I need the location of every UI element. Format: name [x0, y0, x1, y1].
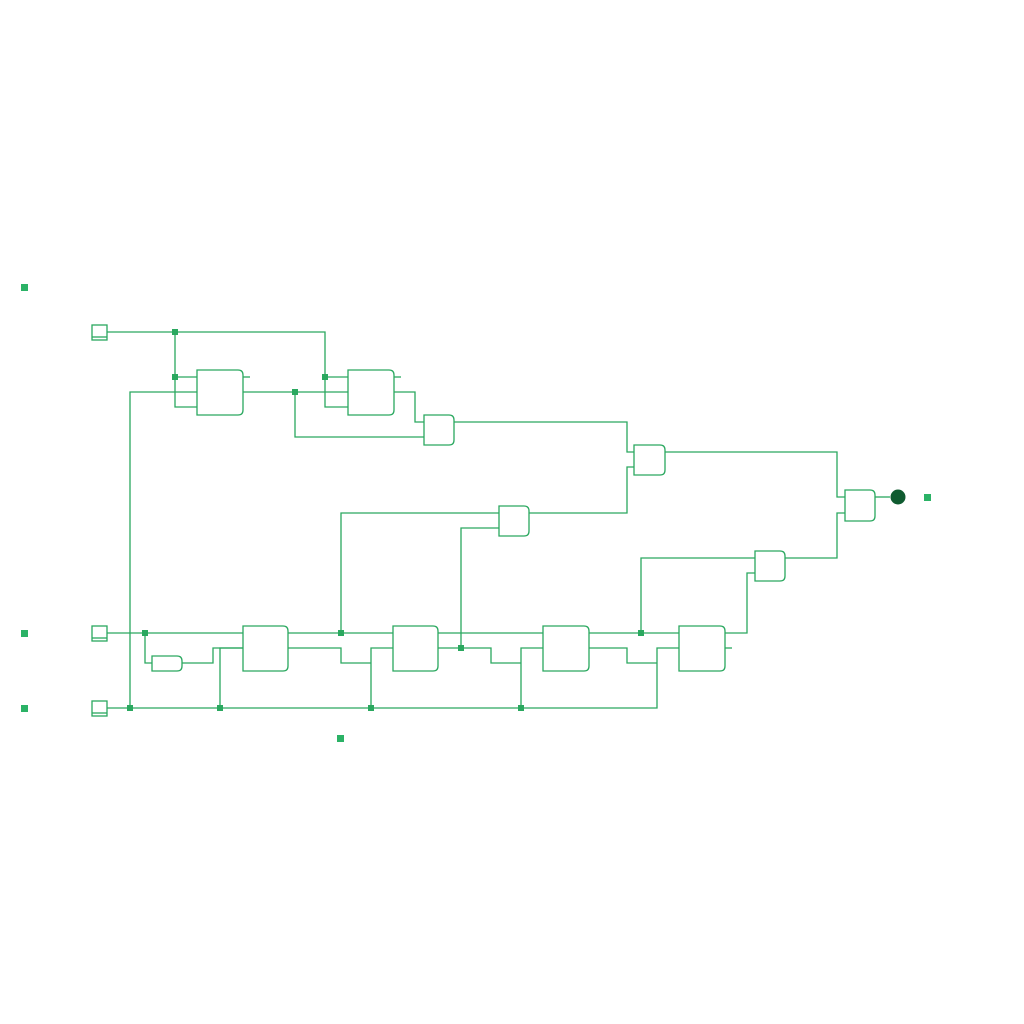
- input-pin-bottom[interactable]: [91, 700, 108, 717]
- flip-flop[interactable]: [678, 625, 726, 672]
- junction-dot: [338, 630, 344, 636]
- wire: [785, 512, 845, 559]
- wire: [370, 647, 393, 708]
- wire: [129, 391, 197, 708]
- wire: [725, 572, 755, 634]
- output-led[interactable]: [890, 489, 906, 505]
- label-marker: [337, 735, 344, 742]
- wire: [589, 647, 657, 664]
- label-markers: [21, 284, 931, 742]
- junctions: [127, 329, 644, 711]
- junction-dot: [292, 389, 298, 395]
- junction-dot: [172, 374, 178, 380]
- wire: [288, 647, 371, 664]
- label-marker: [924, 494, 931, 501]
- flip-flop[interactable]: [542, 625, 590, 672]
- wire: [182, 647, 243, 664]
- wire: [174, 332, 197, 408]
- flip-flop[interactable]: [392, 625, 439, 672]
- flip-flop[interactable]: [242, 625, 289, 672]
- wire: [340, 512, 499, 633]
- wire: [219, 647, 243, 708]
- and-gate[interactable]: [754, 550, 786, 582]
- junction-dot: [368, 705, 374, 711]
- and-gate[interactable]: [498, 505, 530, 537]
- junction-dot: [217, 705, 223, 711]
- junction-dot: [172, 329, 178, 335]
- wire: [438, 647, 521, 664]
- flip-flop[interactable]: [347, 369, 395, 416]
- wire: [144, 633, 152, 664]
- label-marker: [21, 705, 28, 712]
- wire: [394, 391, 424, 423]
- junction-dot: [518, 705, 524, 711]
- label-marker: [21, 284, 28, 291]
- and-gate[interactable]: [633, 444, 666, 476]
- junction-dot: [142, 630, 148, 636]
- junction-dot: [638, 630, 644, 636]
- and-gate[interactable]: [151, 655, 183, 672]
- and-gate[interactable]: [844, 489, 876, 522]
- junction-dot: [127, 705, 133, 711]
- wire: [529, 466, 634, 514]
- wire: [520, 647, 543, 708]
- input-pin-middle[interactable]: [91, 625, 108, 642]
- wire: [107, 647, 679, 709]
- wire: [454, 421, 634, 453]
- flip-flop[interactable]: [196, 369, 244, 416]
- wire: [294, 392, 424, 438]
- wire: [107, 331, 348, 378]
- wire: [640, 557, 755, 633]
- wire: [324, 377, 348, 408]
- wire: [665, 451, 845, 498]
- wire: [460, 527, 499, 648]
- junction-dot: [458, 645, 464, 651]
- input-pin-top[interactable]: [91, 324, 108, 341]
- and-gate[interactable]: [423, 414, 455, 446]
- junction-dot: [322, 374, 328, 380]
- label-marker: [21, 630, 28, 637]
